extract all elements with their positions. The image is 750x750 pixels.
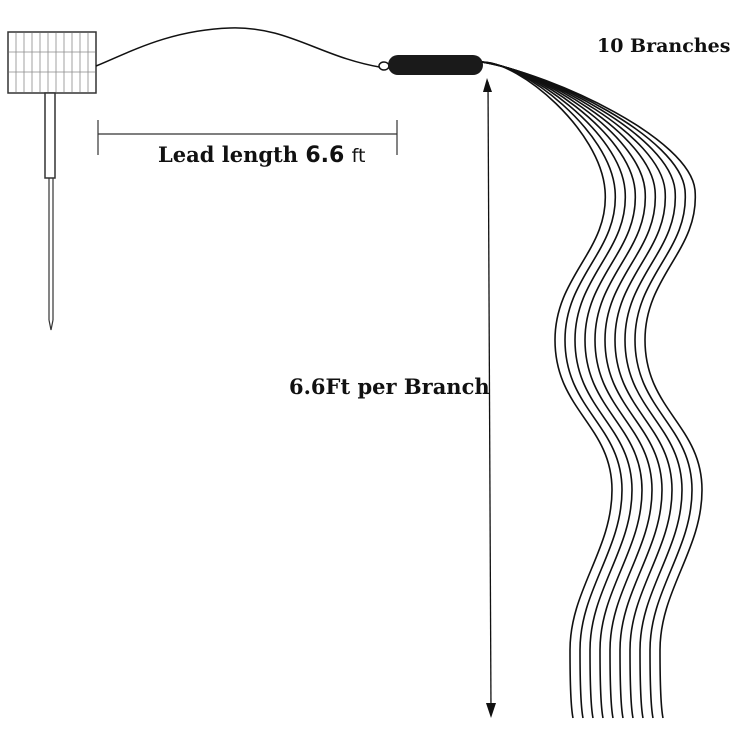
branch-wire xyxy=(481,61,683,719)
solar-panel-grid xyxy=(9,33,95,92)
branch-wire xyxy=(481,61,663,719)
arrow-shaft xyxy=(487,81,492,713)
lead-length-unit: ft xyxy=(351,145,366,167)
controller-housing xyxy=(388,55,483,75)
lead-cable xyxy=(95,27,386,69)
stake-tip xyxy=(48,319,54,331)
branch-wire xyxy=(481,61,703,719)
lead-length-bracket xyxy=(97,120,398,155)
branch-wire xyxy=(481,61,633,719)
branch-wire xyxy=(481,61,673,719)
controller-ring xyxy=(378,61,390,71)
branch-wire xyxy=(481,61,693,719)
ground-stake xyxy=(44,92,56,331)
branch-wires xyxy=(481,61,703,719)
per-branch-label: 6.6Ft per Branch xyxy=(289,374,490,399)
branch-wire xyxy=(481,61,613,719)
solar-panel xyxy=(7,31,97,94)
lead-length-label: Lead length 6.6 ft xyxy=(158,142,365,168)
branch-wire xyxy=(481,61,643,719)
arrow-head-top xyxy=(483,78,492,92)
lead-length-text: Lead length xyxy=(158,142,298,167)
lead-length-number: 6.6 xyxy=(305,143,345,168)
branch-wire xyxy=(481,61,623,719)
controller-body xyxy=(378,55,483,75)
branch-wire xyxy=(481,61,653,719)
branches-label: 10 Branches xyxy=(597,35,731,57)
stake-upper xyxy=(44,92,56,179)
branch-length-arrow xyxy=(483,78,496,718)
solar-panel-frame xyxy=(7,31,97,94)
arrow-head-bottom xyxy=(486,703,496,718)
